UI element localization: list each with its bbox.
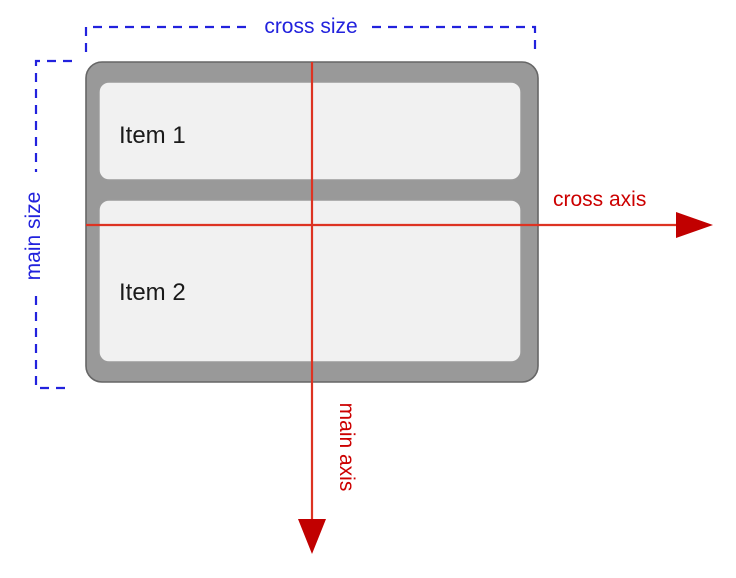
cross-axis-arrow bbox=[86, 212, 713, 238]
cross-axis-label: cross axis bbox=[553, 188, 646, 211]
main-axis-arrowhead bbox=[298, 519, 326, 554]
cross-size-bracket-right bbox=[372, 25, 537, 52]
flex-item-1: Item 1 bbox=[98, 81, 522, 181]
flex-item-1-label: Item 1 bbox=[119, 122, 186, 149]
cross-axis-arrowhead bbox=[676, 212, 713, 238]
flex-item-2-label: Item 2 bbox=[119, 279, 186, 306]
flex-container: Item 1 Item 2 bbox=[85, 61, 539, 383]
main-axis-label: main axis bbox=[335, 403, 358, 492]
main-size-bracket-top bbox=[34, 59, 72, 172]
main-size-label: main size bbox=[22, 192, 45, 281]
flex-item-2-box bbox=[98, 199, 522, 363]
cross-size-bracket-left bbox=[84, 25, 252, 52]
cross-size-bracket bbox=[84, 25, 537, 52]
flex-item-2: Item 2 bbox=[98, 199, 522, 363]
flex-item-1-box bbox=[98, 81, 522, 181]
main-axis-arrow bbox=[298, 62, 326, 554]
cross-size-label: cross size bbox=[264, 15, 357, 38]
main-size-bracket bbox=[34, 59, 72, 390]
main-size-bracket-bottom bbox=[34, 296, 72, 390]
